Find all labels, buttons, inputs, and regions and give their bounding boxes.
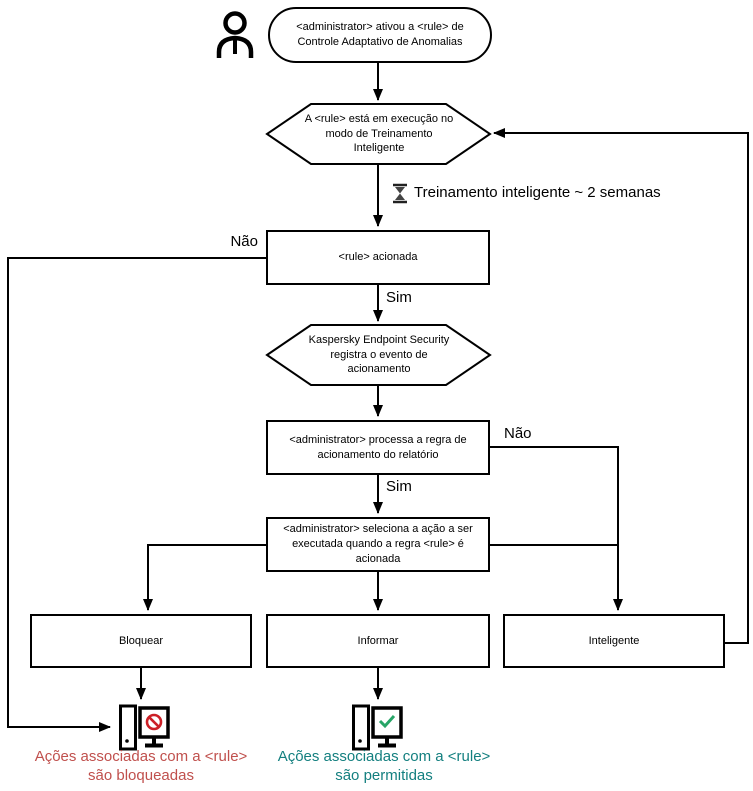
registers-event-hexagon <box>265 324 492 386</box>
check-icon <box>378 714 396 729</box>
allowed-computer-icon <box>352 704 403 751</box>
rule-triggered-node: <rule> acionada <box>266 230 490 285</box>
training-mode-node: A <rule> está em execução no modo de Tre… <box>304 112 454 155</box>
yes-label-1: Sim <box>386 289 412 306</box>
user-icon <box>216 11 254 58</box>
blocked-computer-icon <box>119 704 170 751</box>
processes-rule-node: <administrator> processa a regra de acio… <box>266 420 490 475</box>
start-node: <administrator> ativou a <rule> de Contr… <box>268 7 492 63</box>
hourglass-icon <box>393 183 407 204</box>
yes-label-2: Sim <box>386 478 412 495</box>
no-label-left: Não <box>230 233 258 250</box>
registers-event-node: Kaspersky Endpoint Security registra o e… <box>308 333 450 376</box>
block-node: Bloquear <box>30 614 252 668</box>
prohibition-icon <box>145 713 163 731</box>
no-label-right: Não <box>504 425 532 442</box>
connector-lines <box>7 63 749 732</box>
smart-node: Inteligente <box>503 614 725 668</box>
blocked-caption: Ações associadas com a <rule> são bloque… <box>34 748 248 784</box>
allowed-caption: Ações associadas com a <rule> são permit… <box>277 748 491 784</box>
selects-action-node: <administrator> seleciona a ação a ser e… <box>266 517 490 572</box>
inform-node: Informar <box>266 614 490 668</box>
training-mode-hexagon <box>265 103 492 165</box>
training-duration-label: Treinamento inteligente ~ 2 semanas <box>414 184 661 201</box>
